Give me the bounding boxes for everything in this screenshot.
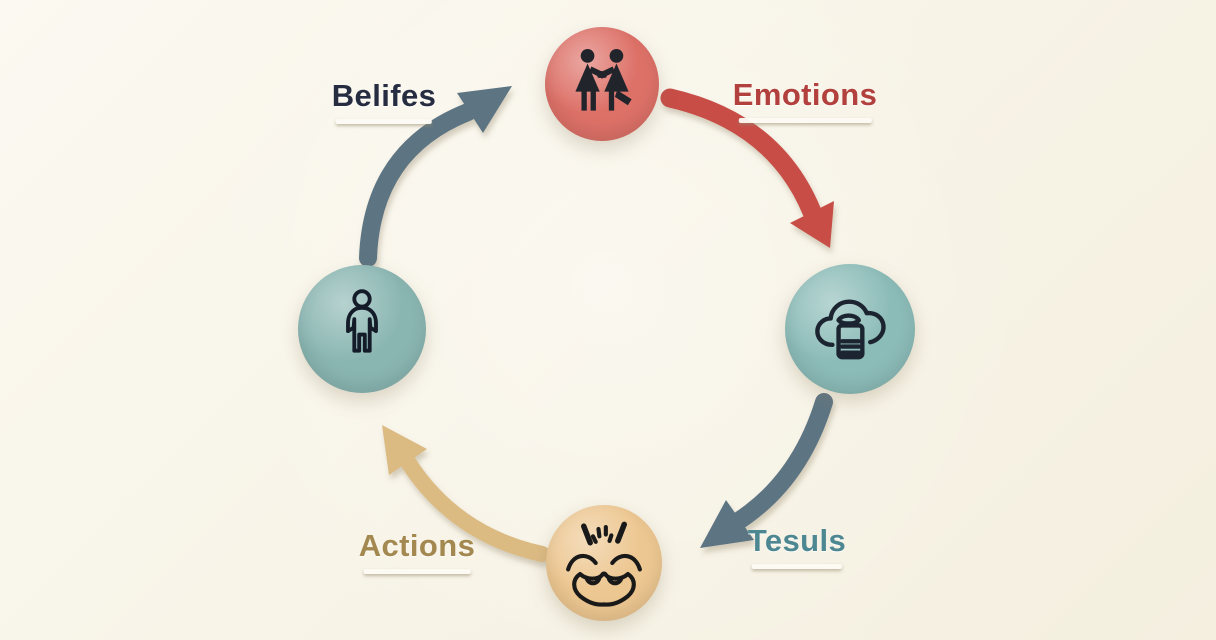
arrow-emotions-top-to-right [660,88,834,248]
label-results: Tesuls [748,523,846,569]
node-angry-face [546,505,662,621]
node-cloud-document [785,264,915,394]
node-handshake [545,27,659,141]
label-results-underline [751,564,843,569]
label-actions: Actions [359,528,475,574]
label-beliefs-underline [335,119,433,124]
label-emotions: Emotions [733,77,877,123]
arrow-beliefs-left-to-top [359,86,512,267]
arrow-actions-bottom-to-left [382,425,550,562]
label-emotions-text: Emotions [732,77,878,112]
handshake-people-icon [575,49,632,111]
label-beliefs: Belifes [332,78,436,124]
angry-face-icon [566,521,642,607]
label-results-text: Tesuls [747,523,847,558]
standing-person-icon [346,289,378,353]
label-emotions-underline [738,118,872,123]
node-standing-person [298,265,426,393]
label-actions-text: Actions [358,528,476,563]
cloud-document-icon [815,299,886,360]
label-actions-underline [363,569,471,574]
label-beliefs-text: Belifes [331,78,437,113]
arrow-results-right-to-bottom [700,393,833,548]
